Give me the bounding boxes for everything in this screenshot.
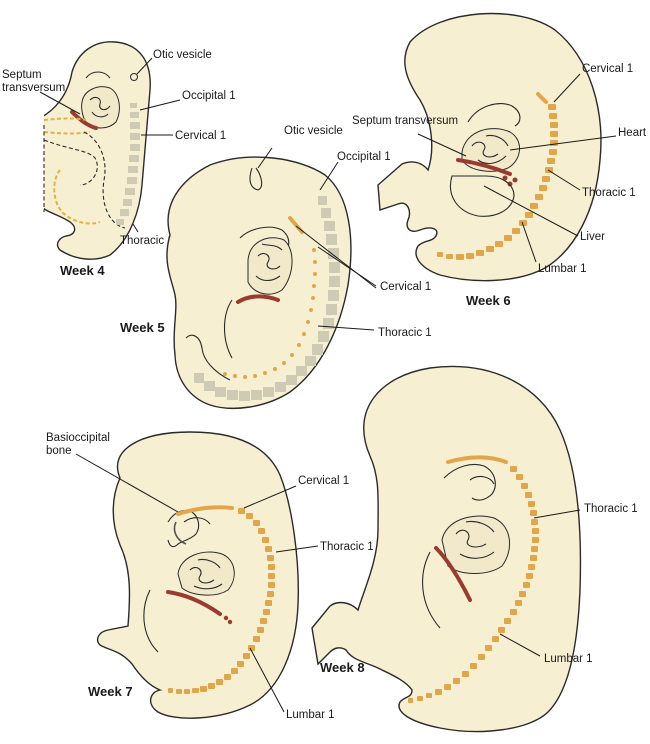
week4-embryo <box>38 41 181 260</box>
week4-label-otic-vesicle: Otic vesicle <box>153 49 212 61</box>
week8-label-thoracic-1: Thoracic 1 <box>584 503 638 515</box>
week6-title: Week 6 <box>466 293 511 308</box>
week4-title: Week 4 <box>60 263 105 278</box>
week6-vertebrae <box>437 104 558 260</box>
week8-vertebrae <box>408 466 539 703</box>
week6-embryo <box>377 12 617 282</box>
week5-vertebra-dots <box>223 248 317 379</box>
week5-label-thoracic-1: Thoracic 1 <box>378 327 432 339</box>
week7-embryo <box>75 431 319 719</box>
week7-label-lumbar-1: Lumbar 1 <box>286 709 335 721</box>
week4-label-septum-transversum: Septum transversum <box>2 69 65 94</box>
week5-label-otic-vesicle: Otic vesicle <box>284 125 343 137</box>
week6-label-liver: Liver <box>580 231 605 243</box>
week4-label-thoracic-1: Thoracic 1 <box>120 235 174 247</box>
week8-label-lumbar-1: Lumbar 1 <box>544 653 593 665</box>
week4-somites <box>116 103 140 225</box>
week4-label-cervical-1: Cervical 1 <box>175 130 226 142</box>
week5-label-occipital-1: Occipital 1 <box>337 151 391 163</box>
week6-label-heart: Heart <box>618 127 647 139</box>
week7-title: Week 7 <box>88 684 133 699</box>
week5-label-cervical-1: Cervical 1 <box>380 281 431 293</box>
week5-title: Week 5 <box>120 320 165 335</box>
week5-embryo <box>166 147 377 410</box>
week8-title: Week 8 <box>320 660 365 675</box>
week4-label-occipital-1: Occipital 1 <box>182 90 236 102</box>
week7-label-thoracic-1: Thoracic 1 <box>320 541 374 553</box>
week7-vertebrae <box>168 508 275 694</box>
week6-label-thoracic-1: Thoracic 1 <box>582 187 636 199</box>
week6-label-septum-transversum: Septum transversum <box>352 115 458 127</box>
week6-label-cervical-1: Cervical 1 <box>582 63 633 75</box>
week8-embryo <box>311 365 582 733</box>
week6-label-lumbar-1: Lumbar 1 <box>538 263 587 275</box>
week7-label-basioccipital-bone: Basioccipital bone <box>46 432 113 457</box>
week5-somites <box>194 196 340 401</box>
week7-label-cervical-1: Cervical 1 <box>298 475 349 487</box>
